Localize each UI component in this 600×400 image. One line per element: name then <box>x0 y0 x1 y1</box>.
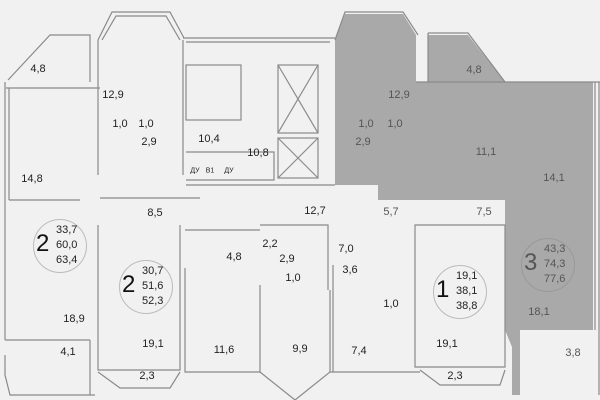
total-area-with-loggia: 63,4 <box>56 254 78 266</box>
room-area-label: 9,9 <box>292 343 308 355</box>
room-count: 1 <box>436 276 450 303</box>
room-area-label: 3,8 <box>565 347 581 359</box>
total-area: 51,6 <box>142 280 164 292</box>
room-area-label: 5,7 <box>383 206 399 218</box>
room-area-label: 4,8 <box>30 63 46 75</box>
apartment-badge-2-west[interactable]: 2 33,7 60,0 63,4 <box>33 219 87 273</box>
total-area: 74,3 <box>544 258 566 270</box>
total-area-with-loggia: 38,8 <box>456 300 478 312</box>
apartment-badge-2-mid[interactable]: 2 30,7 51,6 52,3 <box>119 260 173 314</box>
room-area-label: 19,1 <box>436 338 458 350</box>
room-area-label: 19,1 <box>142 338 164 350</box>
room-area-label: 18,1 <box>528 306 550 318</box>
room-area-label: 4,8 <box>226 251 242 263</box>
room-count: 2 <box>36 230 50 257</box>
apartment-badge-3[interactable]: 3 43,3 74,3 77,6 <box>521 238 575 292</box>
room-area-label: 4,8 <box>466 64 482 76</box>
total-area-with-loggia: 77,6 <box>544 273 566 285</box>
room-area-label: 12,9 <box>388 89 410 101</box>
room-area-label: 18,9 <box>63 313 85 325</box>
total-area: 60,0 <box>56 239 78 251</box>
room-area-label: 2,3 <box>139 370 155 382</box>
room-area-label: 10,8 <box>247 147 269 159</box>
room-area-label: 1,0 <box>285 272 301 284</box>
room-area-label: 1,0 <box>138 118 154 130</box>
total-area: 38,1 <box>456 285 478 297</box>
shaft-label: ДУ <box>224 167 234 175</box>
room-area-label: 2,9 <box>355 136 371 148</box>
room-area-label: 12,7 <box>304 205 326 217</box>
living-area: 33,7 <box>56 224 78 236</box>
room-area-label: 1,0 <box>112 118 128 130</box>
room-area-label: 1,0 <box>383 298 399 310</box>
highlighted-apartment-area <box>335 14 593 395</box>
room-area-label: 11,1 <box>475 146 497 158</box>
room-area-label: 8,5 <box>147 207 163 219</box>
room-area-label: 11,6 <box>213 344 235 356</box>
room-area-label: 7,5 <box>476 206 492 218</box>
living-area: 43,3 <box>544 243 566 255</box>
shaft-label: В1 <box>205 167 215 175</box>
room-area-label: 12,9 <box>102 89 124 101</box>
room-area-label: 7,0 <box>338 243 354 255</box>
room-area-label: 14,8 <box>21 173 43 185</box>
room-area-label: 2,3 <box>447 370 463 382</box>
room-area-label: 4,1 <box>60 346 76 358</box>
room-count: 2 <box>122 271 136 298</box>
shaft-label: ДУ <box>190 167 200 175</box>
room-area-label: 10,4 <box>198 133 220 145</box>
room-area-label: 2,9 <box>141 136 157 148</box>
room-area-label: 2,2 <box>262 238 278 250</box>
walls <box>4 11 600 400</box>
room-area-label: 2,9 <box>279 253 295 265</box>
room-area-label: 7,4 <box>351 345 367 357</box>
room-area-label: 14,1 <box>543 172 565 184</box>
total-area-with-loggia: 52,3 <box>142 295 164 307</box>
living-area: 19,1 <box>456 270 478 282</box>
room-area-label: 3,6 <box>342 264 358 276</box>
room-area-label: 1,0 <box>387 118 403 130</box>
apartment-badge-1[interactable]: 1 19,1 38,1 38,8 <box>433 265 487 319</box>
living-area: 30,7 <box>142 265 164 277</box>
room-area-label: 1,0 <box>358 118 374 130</box>
room-count: 3 <box>524 249 538 276</box>
